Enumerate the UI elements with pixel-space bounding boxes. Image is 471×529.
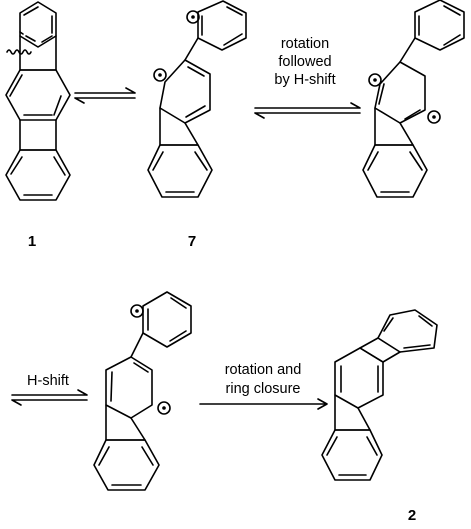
intermediate-3-structure bbox=[362, 0, 465, 198]
step3-line-1: H-shift bbox=[27, 373, 69, 389]
step4-line-2: ring closure bbox=[226, 381, 301, 397]
step2-line-2: followed bbox=[278, 54, 331, 70]
step2-line-1: rotation bbox=[281, 36, 329, 52]
step4-line-1: rotation and bbox=[225, 362, 302, 378]
reaction-arrow bbox=[199, 398, 328, 410]
compound-7-structure bbox=[147, 0, 247, 198]
compound-label-7: 7 bbox=[188, 233, 196, 250]
compound-2-structure bbox=[321, 309, 438, 481]
equilibrium-arrow-1 bbox=[74, 87, 136, 104]
compound-label-1: 1 bbox=[28, 233, 36, 250]
compound-1-structure bbox=[5, 1, 71, 201]
equilibrium-arrow-3 bbox=[11, 389, 88, 406]
intermediate-4-structure bbox=[93, 291, 192, 491]
equilibrium-arrow-2 bbox=[254, 102, 361, 119]
step2-line-3: by H-shift bbox=[274, 72, 335, 88]
compound-label-2: 2 bbox=[408, 507, 416, 524]
